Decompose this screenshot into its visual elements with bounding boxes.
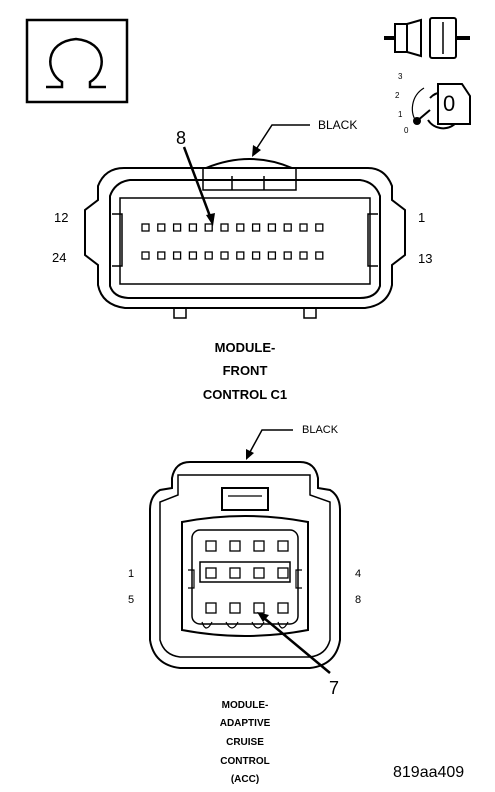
acc-title-line-5: (ACC): [230, 774, 260, 785]
c1-pin-cavity: [172, 223, 182, 232]
acc-title-line-4: CONTROL: [220, 756, 270, 767]
acc-pin-label-bottom-right: 8: [355, 594, 362, 606]
acc-pin-cavity: [277, 540, 289, 552]
c1-title-line-1: MODULE-: [214, 340, 276, 355]
acc-title-line-2: ADAPTIVE: [219, 718, 271, 729]
c1-title-line-2: FRONT: [222, 363, 268, 378]
connector-c1-pin-cavities: [141, 223, 324, 260]
figure-id: 819aa409: [393, 764, 465, 781]
acc-pin-cavity: [253, 540, 265, 552]
acc-pin-label-bottom-left: 5: [128, 594, 135, 606]
acc-title-line-3: CRUISE: [226, 737, 264, 748]
ignition-key-label: 0: [443, 91, 456, 116]
acc-wire-leader: [249, 429, 293, 453]
c1-pin-label-bottom-right: 13: [418, 251, 433, 266]
c1-pin-cavity: [204, 251, 213, 260]
acc-pin-cavity: [205, 567, 217, 579]
c1-callout-arrow: [182, 146, 213, 220]
acc-pin-cavity: [253, 602, 265, 614]
ignition-position-3: 3: [398, 72, 403, 81]
connector-c1-housing: [84, 158, 406, 319]
c1-pin-cavity: [188, 223, 198, 232]
c1-pin-cavity: [220, 223, 229, 232]
c1-pin-cavity: [283, 251, 292, 260]
c1-pin-label-bottom-left: 24: [52, 250, 67, 265]
ignition-position-0: 0: [404, 126, 409, 135]
c1-title-line-3: CONTROL C1: [202, 387, 288, 402]
c1-pin-cavity: [251, 251, 261, 260]
acc-pin-cavity: [229, 567, 241, 579]
acc-wire-color-label: BLACK: [302, 424, 339, 436]
acc-callout-number: 7: [329, 678, 340, 698]
c1-pin-cavity: [283, 223, 292, 232]
c1-pin-cavity: [220, 251, 229, 260]
ohm-meter-icon: [25, 18, 129, 104]
acc-title-line-1: MODULE-: [221, 700, 269, 711]
acc-pin-cavity: [253, 567, 265, 579]
c1-pin-label-top-right: 1: [418, 210, 426, 225]
acc-pin-cavity: [277, 602, 289, 614]
c1-pin-cavity: [267, 223, 277, 232]
c1-pin-cavity: [172, 251, 182, 260]
ignition-position-1: 1: [398, 110, 403, 119]
acc-callout-arrow: [263, 617, 331, 674]
acc-pin-label-top-right: 4: [355, 568, 362, 580]
c1-pin-cavity: [315, 251, 324, 260]
ignition-key-off-icon: [384, 17, 471, 130]
c1-pin-cavity: [267, 251, 277, 260]
c1-pin-cavity: [236, 251, 245, 260]
acc-pin-cavity: [205, 540, 217, 552]
c1-pin-cavity: [236, 223, 245, 232]
c1-wire-leader: [256, 124, 310, 149]
c1-pin-cavity: [315, 223, 324, 232]
c1-pin-cavity: [157, 223, 166, 232]
c1-pin-cavity: [299, 251, 308, 260]
acc-pin-cavity: [229, 602, 241, 614]
c1-pin-cavity: [204, 223, 213, 232]
c1-pin-cavity: [141, 223, 150, 232]
c1-wire-color-label: BLACK: [318, 118, 358, 132]
c1-pin-label-top-left: 12: [54, 210, 69, 225]
connector-acc-housing: [149, 461, 341, 669]
c1-pin-cavity: [299, 223, 308, 232]
c1-pin-cavity: [251, 223, 261, 232]
connector-acc-pin-cavities: [205, 540, 289, 614]
c1-pin-cavity: [141, 251, 150, 260]
acc-pin-cavity: [277, 567, 289, 579]
acc-pin-cavity: [229, 540, 241, 552]
ignition-position-2: 2: [395, 91, 400, 100]
c1-pin-cavity: [157, 251, 166, 260]
acc-pin-cavity: [205, 602, 217, 614]
acc-pin-label-top-left: 1: [128, 568, 135, 580]
c1-callout-number: 8: [176, 128, 187, 148]
c1-pin-cavity: [188, 251, 198, 260]
